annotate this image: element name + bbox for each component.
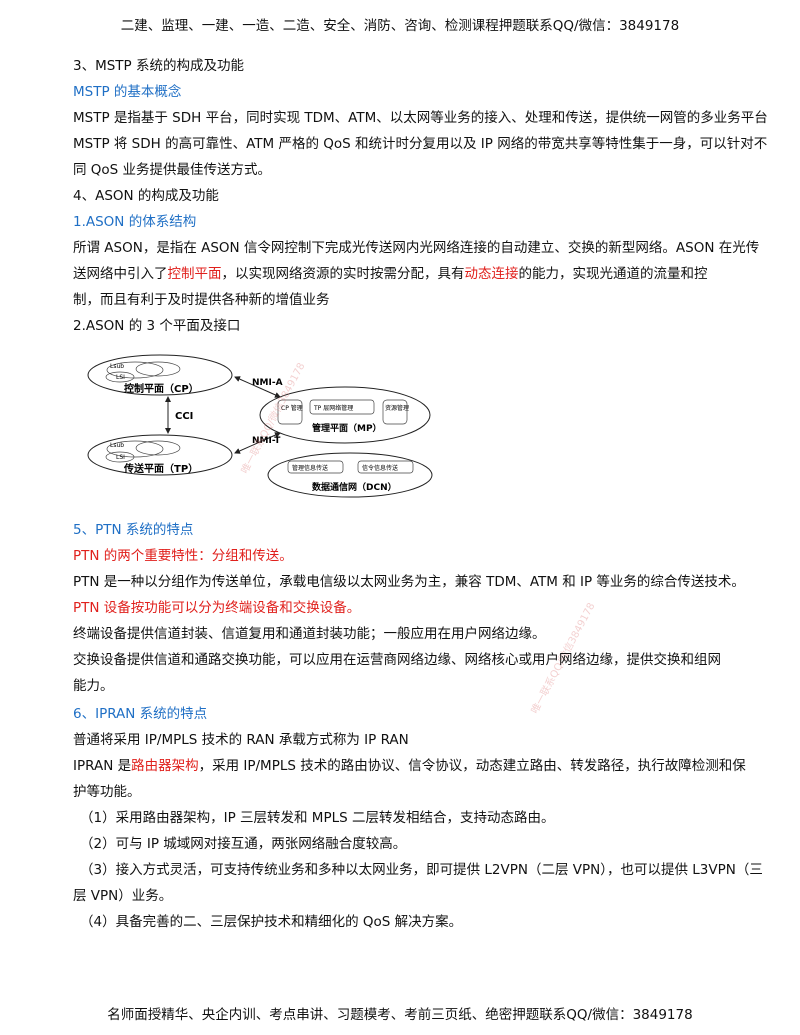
ason-text-a: 送网络中引入了 <box>73 266 168 282</box>
nmi-t-arrow <box>234 432 281 454</box>
ptn-line-2: 终端设备提供信道封装、信道复用和通道封装功能；一般应用在用户网络边缘。 <box>73 626 546 642</box>
cp-lsub-label: Lsub <box>110 363 124 370</box>
ipran-item-1: （1）采用路由器架构，IP 三层转发和 MPLS 二层转发相结合，支持动态路由。 <box>80 810 555 826</box>
ipran-item-3-cont: 层 VPN）业务。 <box>73 888 173 904</box>
ptn-red-1: PTN 的两个重要特性：分组和传送。 <box>73 548 293 564</box>
ipran-line-2: IPRAN 是路由器架构，采用 IP/MPLS 技术的路由协议、信令协议，动态建… <box>73 756 746 776</box>
transport-plane: Lsub LSI 传送平面（TP） <box>87 434 233 476</box>
router-architecture-highlight: 路由器架构 <box>131 758 199 774</box>
ipran-item-2: （2）可与 IP 城域网对接互通，两张网络融合度较高。 <box>80 836 407 852</box>
dcn-label: 数据通信网（DCN） <box>312 481 397 493</box>
cp-label: 控制平面（CP） <box>124 382 199 395</box>
ason-p1-line1: 所谓 ASON，是指在 ASON 信令网控制下完成光传送网内光网络连接的自动建立… <box>73 240 760 256</box>
control-plane: Lsub LSI 控制平面（CP） <box>87 354 233 396</box>
ipran-text-c: ，采用 IP/MPLS 技术的路由协议、信令协议，动态建立路由、转发路径，执行故… <box>198 758 746 774</box>
control-plane-highlight: 控制平面 <box>167 266 222 282</box>
mstp-line-3: 同 QoS 业务提供最佳传送方式。 <box>73 162 272 178</box>
cp-mgmt-label: CP 管理 <box>281 404 303 412</box>
nmi-a-label: NMI-A <box>252 378 283 388</box>
ason-sub2: 2.ASON 的 3 个平面及接口 <box>73 318 241 334</box>
ptn-heading: 5、PTN 系统的特点 <box>73 522 194 538</box>
mstp-subheading: MSTP 的基本概念 <box>73 84 182 100</box>
ipran-text-a: IPRAN 是 <box>73 758 132 774</box>
ason-sub1: 1.ASON 的体系结构 <box>73 214 197 230</box>
ipran-line-1: 普通将采用 IP/MPLS 技术的 RAN 承载方式称为 IP RAN <box>73 732 409 748</box>
ason-p1-line2: 送网络中引入了控制平面，以实现网络资源的实时按需分配，具有动态连接的能力，实现光… <box>73 264 708 284</box>
tp-lsi-label: LSI <box>116 454 125 461</box>
nmi-a-arrow <box>234 376 281 398</box>
tp-label: 传送平面（TP） <box>123 462 198 475</box>
page-footer: 名师面授精华、央企内训、考点串讲、习题模考、考前三页纸、绝密押题联系QQ/微信：… <box>107 1007 693 1023</box>
ipran-line-3: 护等功能。 <box>73 784 141 800</box>
dcn-box1-label: 管理信息传送 <box>292 464 328 472</box>
ason-planes-diagram: Lsub LSI 控制平面（CP） Lsub LSI 传送平面（TP） CCI … <box>87 354 433 498</box>
mp-label: 管理平面（MP） <box>312 422 382 434</box>
dcn-plane: 管理信息传送 信令信息传送 数据通信网（DCN） <box>267 452 433 498</box>
cci-label: CCI <box>175 411 193 422</box>
ason-text-e: 的能力，实现光通道的流量和控 <box>518 266 708 282</box>
cp-lsi-label: LSI <box>116 374 125 381</box>
dcn-box2-label: 信令信息传送 <box>362 464 398 472</box>
ptn-line-1: PTN 是一种以分组作为传送单位，承载电信级以太网业务为主，兼容 TDM、ATM… <box>73 574 745 590</box>
tp-lsub-label: Lsub <box>110 442 124 449</box>
ipran-heading: 6、IPRAN 系统的特点 <box>73 706 208 722</box>
ipran-item-4: （4）具备完善的二、三层保护技术和精细化的 QoS 解决方案。 <box>80 914 463 930</box>
mstp-line-2: MSTP 将 SDH 的高可靠性、ATM 严格的 QoS 和统计时分复用以及 I… <box>73 136 768 152</box>
mstp-line-1: MSTP 是指基于 SDH 平台，同时实现 TDM、ATM、以太网等业务的接入、… <box>73 110 768 126</box>
nmi-t-label: NMI-T <box>252 436 281 446</box>
tp-mgmt-label: TP 层网络管理 <box>313 404 353 412</box>
ptn-red-2: PTN 设备按功能可以分为终端设备和交换设备。 <box>73 600 361 616</box>
page-header: 二建、监理、一建、一造、二造、安全、消防、咨询、检测课程押题联系QQ/微信：38… <box>120 18 680 34</box>
ipran-item-3: （3）接入方式灵活，可支持传统业务和多种以太网业务，即可提供 L2VPN（二层 … <box>80 862 763 878</box>
dynamic-connection-highlight: 动态连接 <box>464 266 519 282</box>
res-mgmt-label: 资源管理 <box>385 404 409 412</box>
ptn-line-4: 能力。 <box>73 678 114 694</box>
ptn-line-3: 交换设备提供信道和通路交换功能，可以应用在运营商网络边缘、网络核心或用户网络边缘… <box>73 652 721 668</box>
ason-heading: 4、ASON 的构成及功能 <box>73 188 219 204</box>
ason-text-c: ，以实现网络资源的实时按需分配，具有 <box>221 266 465 282</box>
management-plane: CP 管理 TP 层网络管理 资源管理 管理平面（MP） <box>259 386 431 444</box>
mstp-heading: 3、MSTP 系统的构成及功能 <box>73 58 244 74</box>
ason-p1-line3: 制，而且有利于及时提供各种新的增值业务 <box>73 292 330 308</box>
